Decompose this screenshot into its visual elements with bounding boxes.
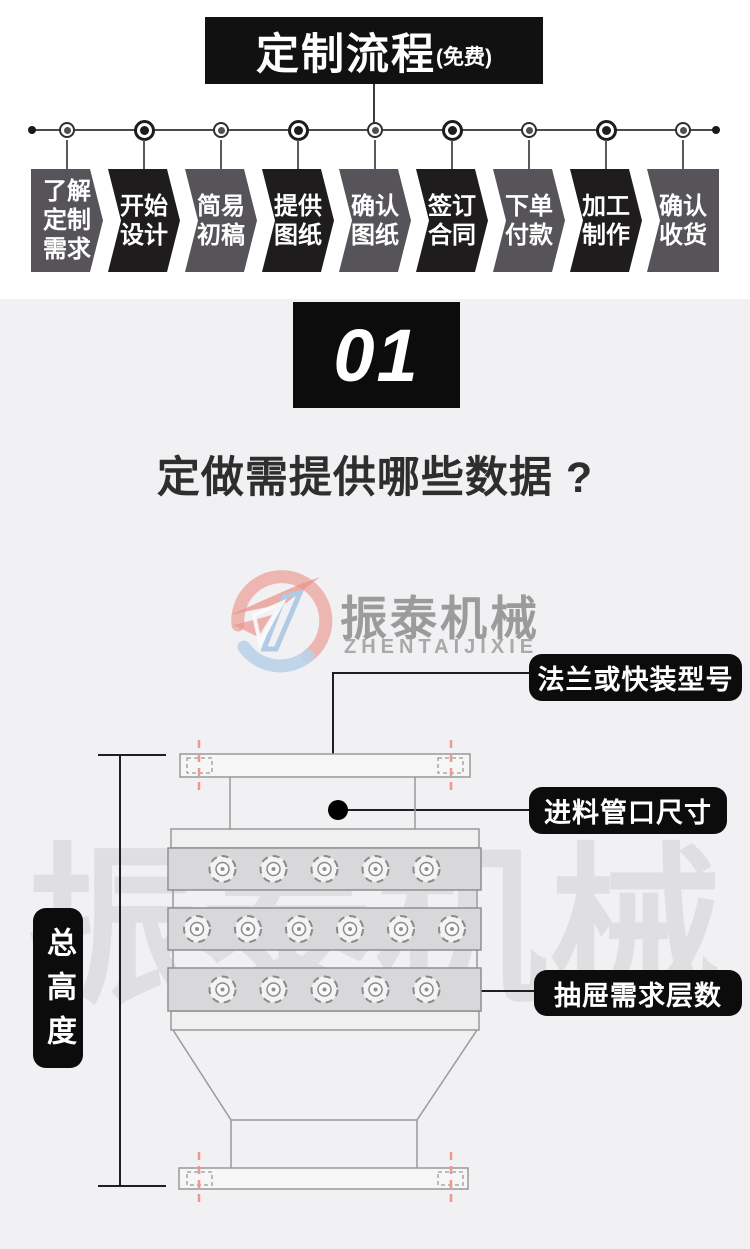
process-step: 下单付款 bbox=[493, 169, 565, 272]
section-question-title: 定做需提供哪些数据 ? bbox=[156, 454, 594, 502]
callout-inlet-size: 进料管口尺寸 bbox=[529, 787, 727, 834]
process-step-line: 加工 bbox=[582, 192, 630, 220]
clamp-knob bbox=[310, 975, 339, 1004]
timeline-node bbox=[367, 122, 383, 138]
clamp-knob bbox=[208, 975, 237, 1004]
clamp-knob bbox=[259, 975, 288, 1004]
process-step-line: 图纸 bbox=[351, 221, 399, 249]
timeline-node-dot bbox=[293, 125, 303, 135]
banner-stem-line bbox=[373, 84, 375, 130]
timeline-node bbox=[213, 122, 229, 138]
section-number: 01 bbox=[333, 313, 420, 397]
process-step-line: 了解 bbox=[43, 178, 91, 205]
process-step-line: 合同 bbox=[428, 221, 476, 249]
process-step-line: 开始 bbox=[120, 192, 168, 220]
timeline-node-stem bbox=[528, 140, 530, 169]
timeline-node-dot bbox=[63, 126, 71, 134]
timeline-node bbox=[133, 119, 155, 141]
timeline-node bbox=[521, 122, 537, 138]
process-step: 简易初稿 bbox=[185, 169, 257, 272]
timeline-node-stem bbox=[451, 140, 453, 169]
clamp-knob bbox=[336, 915, 364, 943]
process-banner: 定制流程 (免费) bbox=[205, 17, 543, 84]
process-step: 确认图纸 bbox=[339, 169, 411, 272]
process-step: 确认收货 bbox=[647, 169, 719, 272]
timeline-node-stem bbox=[374, 140, 376, 169]
process-step-line: 提供 bbox=[274, 192, 322, 220]
timeline-node-dot bbox=[139, 125, 149, 135]
discharge-cone bbox=[172, 1029, 478, 1168]
timeline-node bbox=[59, 122, 75, 138]
process-step-line: 简易 bbox=[197, 192, 245, 220]
process-step-line: 签订 bbox=[428, 192, 476, 220]
timeline-node-dot bbox=[601, 125, 611, 135]
timeline-node bbox=[287, 119, 309, 141]
clamp-knob bbox=[438, 915, 466, 943]
timeline-start-dot bbox=[28, 126, 36, 134]
process-step-line: 收货 bbox=[659, 221, 707, 249]
timeline-node-dot bbox=[371, 126, 379, 134]
top-flange bbox=[179, 740, 471, 792]
inlet-neck bbox=[229, 777, 416, 830]
clamp-knob bbox=[412, 975, 441, 1004]
timeline-node bbox=[441, 119, 463, 141]
process-step-line: 确认 bbox=[351, 192, 399, 220]
timeline-node bbox=[595, 119, 617, 141]
section-number-box: 01 bbox=[293, 302, 460, 408]
clamp-knob bbox=[259, 855, 288, 883]
timeline-node-dot bbox=[217, 126, 225, 134]
process-step-line: 设计 bbox=[120, 221, 168, 249]
clamp-knob bbox=[208, 855, 237, 883]
timeline-node-stem bbox=[66, 140, 68, 169]
brand-logo: 振泰机械 ZHENTAIJIXIE bbox=[0, 560, 750, 680]
process-step-line: 图纸 bbox=[274, 221, 322, 249]
timeline-node-dot bbox=[447, 125, 457, 135]
process-step: 了解定制需求 bbox=[31, 169, 103, 272]
process-step-line: 付款 bbox=[505, 221, 553, 249]
clamp-knob bbox=[412, 855, 441, 883]
timeline-node-stem bbox=[605, 140, 607, 169]
brand-emblem-icon bbox=[230, 570, 333, 673]
timeline-node-stem bbox=[682, 140, 684, 169]
callout-flange-model: 法兰或快装型号 bbox=[529, 654, 742, 701]
clamp-knob bbox=[285, 915, 313, 943]
process-step-line: 确认 bbox=[659, 192, 707, 220]
bottom-flange bbox=[178, 1152, 469, 1206]
process-step-line: 需求 bbox=[43, 236, 91, 263]
clamp-knob bbox=[183, 915, 211, 943]
timeline-node bbox=[675, 122, 691, 138]
timeline-node-stem bbox=[220, 140, 222, 169]
timeline-end-dot bbox=[712, 126, 720, 134]
callout-drawer-layers: 抽屉需求层数 bbox=[534, 970, 742, 1016]
timeline-node-dot bbox=[679, 126, 687, 134]
brand-latin-name: ZHENTAIJIXIE bbox=[344, 636, 539, 658]
callout-total-height: 总高度 bbox=[33, 908, 83, 1068]
timeline-node-dot bbox=[525, 126, 533, 134]
process-step-line: 初稿 bbox=[197, 221, 245, 249]
process-step-line: 定制 bbox=[43, 207, 91, 234]
timeline-node-stem bbox=[143, 140, 145, 169]
timeline-node-stem bbox=[297, 140, 299, 169]
process-step-line: 下单 bbox=[505, 192, 553, 220]
clamp-knob bbox=[361, 855, 390, 883]
clamp-knob bbox=[387, 915, 415, 943]
banner-free-note: (免费) bbox=[436, 45, 492, 69]
dimension-total-height bbox=[98, 754, 166, 1187]
clamp-knob bbox=[361, 975, 390, 1004]
process-steps-row: 了解定制需求开始设计简易初稿提供图纸确认图纸签订合同下单付款加工制作确认收货 bbox=[31, 169, 719, 272]
drawer-band bbox=[167, 907, 482, 951]
clamp-knob bbox=[234, 915, 262, 943]
process-step-line: 制作 bbox=[582, 221, 630, 249]
connector-inlet bbox=[328, 800, 529, 820]
drawer-bands bbox=[167, 847, 482, 1012]
brand-name: 振泰机械 bbox=[340, 592, 540, 645]
clamp-knob bbox=[310, 855, 339, 883]
banner-title: 定制流程 bbox=[256, 30, 436, 79]
